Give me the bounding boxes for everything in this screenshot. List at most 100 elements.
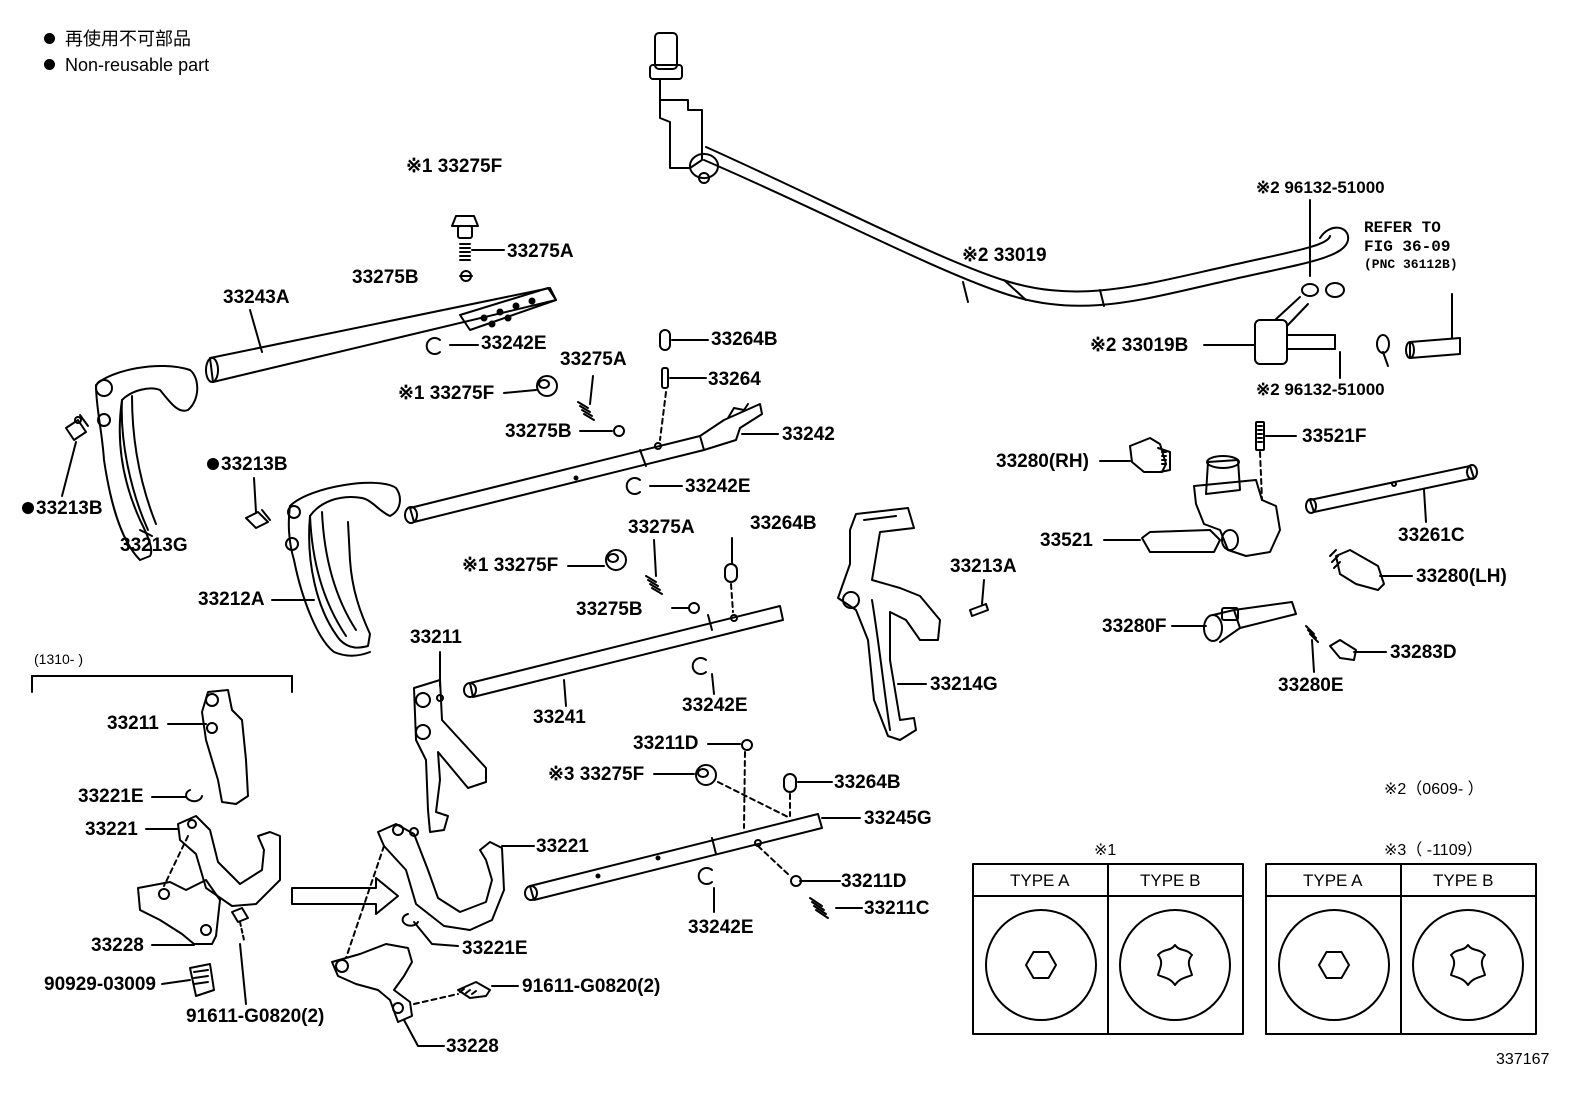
label-33214G: 33214G (930, 674, 998, 695)
label-33283D: 33283D (1390, 642, 1457, 663)
pin-33264B-2 (724, 563, 738, 583)
label-33245G: 33245G (864, 808, 932, 829)
cable-end-33019B (1254, 282, 1461, 367)
label-33275A-2: 33275A (560, 349, 627, 370)
shaft-33261C (1305, 464, 1478, 514)
snap-ring-33242E-4 (697, 867, 713, 885)
label-96132-bot: ※2 96132-51000 (1256, 380, 1385, 399)
label-33275F-4: ※3 33275F (548, 764, 645, 785)
bellcrank-33521 (1141, 421, 1281, 557)
label-91611-left: 91611-G0820(2) (186, 1006, 325, 1027)
plug-33275F-4 (695, 764, 717, 786)
leader-lines (61, 199, 1427, 1047)
label-33280E: 33280E (1278, 675, 1344, 696)
fork-33221-left (177, 815, 281, 907)
fork-33212A (285, 481, 401, 657)
plug-33275F-3 (605, 549, 627, 571)
label-33019B: ※2 33019B (1090, 335, 1189, 356)
non-reusable-dot-icon (207, 458, 219, 470)
label-33212A: 33212A (198, 589, 265, 610)
label-33242E-4: 33242E (688, 917, 754, 938)
type-table-3 (1265, 863, 1537, 1035)
bullet-icon (44, 59, 55, 70)
label-33213G: 33213G (120, 535, 188, 556)
bolt-33213B-left (65, 414, 89, 441)
label-33275F-2: ※1 33275F (398, 383, 495, 404)
ball-33275B-2 (613, 425, 625, 437)
figure-id: 337167 (1496, 1051, 1550, 1068)
label-33019: ※2 33019 (962, 245, 1047, 266)
table1-type-b: TYPE B (1140, 871, 1201, 890)
snap-ring-33242E-2 (625, 477, 641, 495)
refer-note: REFER TO FIG 36-09 (PNC 36112B) (1364, 219, 1458, 273)
bullet-icon (44, 33, 55, 44)
note-2-range: ※2（0609- ） (1384, 781, 1484, 798)
table1-type-a: TYPE A (1010, 871, 1070, 890)
snap-ring-33242E-top (425, 337, 441, 355)
bolt-33283D (1329, 639, 1357, 661)
spring-33275A-2 (577, 401, 595, 421)
shaft-33242 (404, 403, 763, 524)
ball-33275B-3 (688, 602, 700, 614)
legend-en: Non-reusable part (44, 56, 209, 74)
plug-33275F-top (451, 215, 479, 282)
label-33264: 33264 (708, 369, 761, 390)
label-33280F: 33280F (1102, 616, 1167, 637)
plunger-33280RH (1129, 437, 1171, 473)
fork-33214G (837, 507, 941, 741)
label-33275B-top: 33275B (352, 267, 419, 288)
spring-33280E (1305, 625, 1319, 643)
label-33211D-bot: 33211D (841, 871, 907, 892)
shaft-33241 (463, 605, 784, 698)
label-90929: 90929-03009 (44, 974, 156, 995)
ball-33211D-top (741, 739, 753, 751)
spring-33211C (809, 897, 829, 919)
label-33213B-top: 33213B (207, 455, 288, 474)
label-33275B-2: 33275B (505, 421, 572, 442)
label-33211D-top: 33211D (633, 733, 699, 754)
plunger-33280LH (1329, 549, 1385, 591)
label-33228-mid: 33228 (446, 1036, 499, 1057)
bracket-note-1310: (1310- ) (34, 651, 84, 667)
label-33221E-mid: 33221E (462, 938, 528, 959)
lever-33211-mid (413, 679, 487, 833)
label-33211-left: 33211 (107, 713, 159, 734)
label-33264B-1: 33264B (711, 329, 778, 350)
arrow-icon (291, 877, 399, 915)
bracket-33228-left (137, 879, 221, 945)
pin-33213A (969, 603, 989, 617)
table3-type-a: TYPE A (1303, 871, 1363, 890)
label-33213B-left: 33213B (22, 499, 103, 518)
bolt-91611-left (231, 907, 249, 941)
bolt-91611-mid (457, 981, 491, 999)
table3-type-b: TYPE B (1433, 871, 1494, 890)
bolt-33213B-top (245, 509, 271, 529)
bracket-33228-mid (331, 943, 413, 1023)
shaft-33243A (205, 287, 557, 383)
label-33275A-top: 33275A (507, 241, 574, 262)
label-33275F-3: ※1 33275F (462, 555, 559, 576)
label-33211C: 33211C (864, 898, 930, 919)
label-33521F: 33521F (1302, 426, 1367, 447)
label-33521: 33521 (1040, 530, 1093, 551)
label-33264B-2: 33264B (750, 513, 817, 534)
label-33228-left: 33228 (91, 935, 144, 956)
type-table-1 (972, 863, 1244, 1035)
label-96132-top: ※2 96132-51000 (1256, 178, 1385, 197)
label-33221-mid: 33221 (536, 836, 589, 857)
pin-33264B-1 (659, 329, 671, 351)
legend-jp: 再使用不可部品 (44, 30, 191, 48)
pin-33264 (661, 367, 669, 389)
label-33221E-left: 33221E (78, 786, 144, 807)
label-33242E-2: 33242E (685, 476, 751, 497)
label-33280LH: 33280(LH) (1416, 566, 1507, 587)
label-33275B-3: 33275B (576, 599, 643, 620)
plug-33275F-2 (536, 375, 558, 397)
fork-33213G (95, 364, 199, 561)
label-33264B-3: 33264B (834, 772, 901, 793)
pin-33264B-3 (783, 773, 797, 793)
spring-33275A-3 (645, 575, 663, 595)
note-3-range: ※3（ -1109） (1384, 842, 1483, 859)
label-33221-left: 33221 (85, 819, 138, 840)
